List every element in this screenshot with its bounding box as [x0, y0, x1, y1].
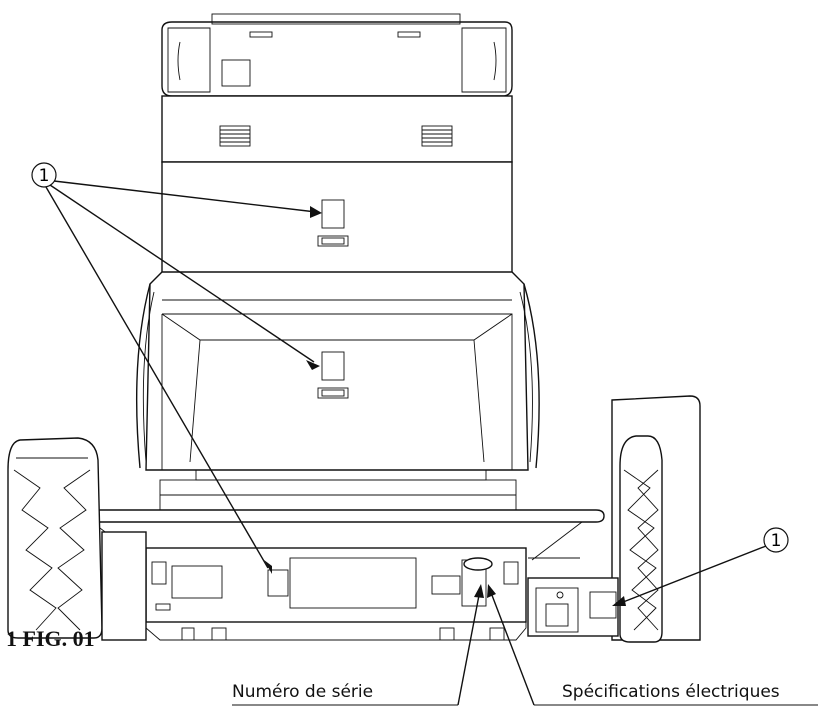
callout-upper-left: 1 [31, 162, 322, 574]
upper-enclosure [161, 95, 513, 281]
serial-number-leader [232, 584, 484, 706]
figure-label: 1 FIG. 01 [6, 626, 95, 651]
electrical-specs-label: Spécifications électriques [562, 682, 780, 702]
callout-right: 1 [612, 527, 789, 606]
vent-left [219, 125, 251, 147]
left-track [7, 437, 147, 641]
label-plate-upper [321, 199, 345, 229]
callout-number: 1 [771, 531, 782, 551]
callout-number: 1 [39, 166, 50, 186]
label-plate-chassis [267, 569, 289, 597]
top-canopy [161, 13, 513, 97]
middle-body [135, 271, 540, 481]
mast-column [159, 479, 517, 511]
right-track [527, 395, 701, 643]
electrical-specs-leader [487, 584, 818, 706]
serial-number-label: Numéro de série [232, 682, 374, 702]
label-plate-middle [321, 351, 345, 381]
vent-right [421, 125, 453, 147]
chassis [145, 547, 527, 641]
